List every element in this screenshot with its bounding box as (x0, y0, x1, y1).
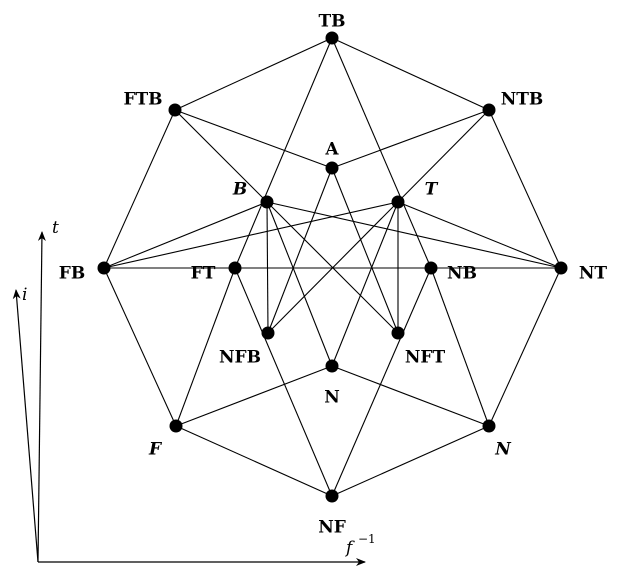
node-ft (228, 261, 242, 275)
node-label-f: F (148, 440, 163, 460)
edge-b-fb (103, 201, 268, 269)
edge-ntb-nt (488, 109, 562, 269)
f-inverse-axis-exponent: −1 (358, 532, 376, 546)
edge-f-nf (175, 425, 333, 497)
node-n2 (482, 419, 496, 433)
edge-nb-nf (331, 267, 432, 497)
edge-nb-n2 (430, 267, 490, 427)
edge-tb-nb (331, 37, 432, 269)
edge-ntb-nfb (267, 109, 490, 334)
node-nt (554, 261, 568, 275)
i-axis-line (12, 289, 39, 563)
t-axis-line (37, 231, 46, 563)
node-ftb (168, 103, 182, 117)
edge-ntb-a (331, 109, 490, 169)
node-label-ntb: NTB (501, 90, 544, 110)
node-ntb (482, 103, 496, 117)
edge-ftb-fb (103, 109, 176, 269)
node-label-nb: NB (447, 264, 477, 284)
edge-ft-nf (234, 267, 333, 497)
edge-ftb-a (174, 109, 333, 169)
edge-n1-n2 (331, 365, 490, 427)
edges (103, 37, 562, 497)
edge-fb-f (103, 267, 177, 427)
edge-tb-ft (234, 37, 333, 269)
i-axis-label: i (22, 285, 27, 305)
edge-a-nft (331, 167, 399, 334)
edge-t-nt (397, 201, 562, 269)
node-label-nft: NFT (405, 348, 446, 368)
node-nb (424, 261, 438, 275)
node-label-nf: NF (318, 518, 346, 538)
edge-ft-f (175, 267, 236, 427)
node-fb (97, 261, 111, 275)
node-a (325, 161, 339, 175)
edge-nt-n2 (488, 267, 562, 427)
node-label-ftb: FTB (123, 90, 162, 110)
node-label-b: B (232, 180, 247, 200)
edge-n1-f (175, 365, 333, 427)
edge-ftb-nft (174, 109, 399, 334)
node-label-fb: FB (59, 264, 85, 284)
node-label-n2: N (494, 440, 512, 460)
node-nfb (261, 326, 275, 340)
node-nft (391, 326, 405, 340)
edge-t-n1 (331, 201, 399, 367)
t-axis-label: t (52, 218, 59, 238)
node-label-a: A (324, 140, 339, 160)
edge-b-n1 (266, 201, 333, 367)
node-label-ft: FT (191, 264, 216, 284)
node-label-nt: NT (579, 264, 608, 284)
node-label-tb: TB (318, 12, 345, 32)
node-b (260, 195, 274, 209)
node-nf (325, 489, 339, 503)
node-f (169, 419, 183, 433)
edge-n2-nf (331, 425, 490, 497)
node-tb (325, 31, 339, 45)
edge-tb-ntb (331, 37, 490, 111)
edge-tb-ftb (174, 37, 333, 111)
edge-b-nt (266, 201, 562, 269)
node-label-n1: N (324, 388, 340, 408)
edge-a-nfb (267, 167, 333, 334)
f-inverse-axis-label: f (344, 538, 355, 558)
edge-t-fb (103, 201, 399, 269)
node-t (391, 195, 405, 209)
node-label-nfb: NFB (219, 348, 261, 368)
nodes (97, 31, 568, 503)
node-n1 (325, 359, 339, 373)
node-label-t: T (425, 180, 439, 200)
axes: t i f −1 (12, 218, 376, 566)
